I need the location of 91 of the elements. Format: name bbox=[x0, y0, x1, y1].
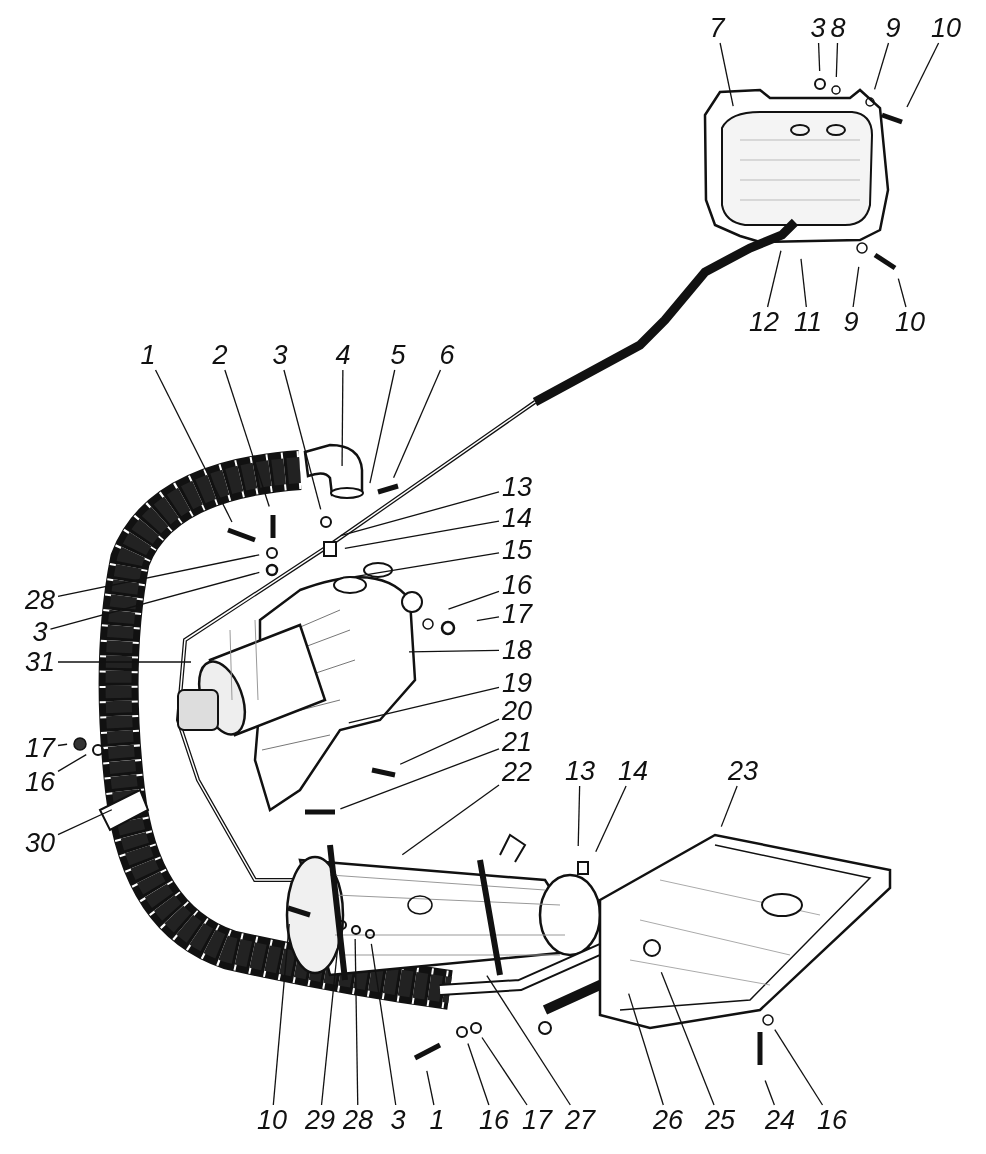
leader-line bbox=[481, 1036, 528, 1106]
callout-number: 10 bbox=[931, 13, 961, 43]
leader-line bbox=[401, 784, 500, 856]
callout-number: 26 bbox=[653, 1105, 683, 1135]
callout-number: 3 bbox=[272, 340, 288, 370]
callout-number: 31 bbox=[25, 647, 55, 677]
callout-number: 10 bbox=[257, 1105, 287, 1135]
callout-number: 27 bbox=[565, 1105, 595, 1135]
callout-number: 12 bbox=[749, 307, 779, 337]
leader-line bbox=[764, 1079, 776, 1106]
callout-number: 13 bbox=[565, 756, 595, 786]
leader-line bbox=[897, 278, 907, 308]
callout-number: 28 bbox=[343, 1105, 373, 1135]
leader-line bbox=[354, 938, 359, 1106]
leader-line bbox=[224, 369, 270, 508]
callout-number: 9 bbox=[885, 13, 901, 43]
callout-number: 2 bbox=[212, 340, 228, 370]
leader-line bbox=[369, 369, 396, 484]
leader-line bbox=[57, 743, 68, 747]
leader-line bbox=[800, 258, 807, 308]
callout-number: 9 bbox=[843, 307, 859, 337]
leader-line bbox=[774, 1028, 824, 1106]
callout-number: 13 bbox=[502, 472, 532, 502]
leader-line bbox=[476, 616, 500, 622]
leader-line bbox=[873, 42, 890, 91]
leader-line bbox=[344, 520, 500, 550]
callout-number: 11 bbox=[794, 307, 822, 337]
callout-number: 16 bbox=[817, 1105, 847, 1135]
leader-line bbox=[835, 42, 839, 78]
callout-number: 14 bbox=[502, 503, 532, 533]
callout-number: 23 bbox=[728, 756, 758, 786]
leader-line bbox=[447, 590, 500, 610]
callout-number: 17 bbox=[502, 599, 532, 629]
callout-number: 19 bbox=[502, 668, 532, 698]
leader-line bbox=[906, 42, 940, 108]
callout-number: 4 bbox=[335, 340, 351, 370]
callout-number: 3 bbox=[32, 617, 48, 647]
leader-line bbox=[57, 554, 260, 597]
leader-line bbox=[628, 992, 664, 1106]
callout-number: 25 bbox=[705, 1105, 735, 1135]
callout-number: 16 bbox=[502, 570, 532, 600]
callout-number: 20 bbox=[502, 696, 532, 726]
callout-number: 7 bbox=[709, 13, 725, 43]
leader-line bbox=[57, 661, 192, 663]
leader-line bbox=[348, 686, 500, 724]
leader-line bbox=[392, 369, 442, 479]
callout-number: 16 bbox=[25, 767, 55, 797]
leader-line bbox=[719, 42, 734, 107]
callout-number: 24 bbox=[765, 1105, 795, 1135]
leader-line bbox=[467, 1042, 490, 1106]
leader-line bbox=[272, 923, 290, 1106]
callout-number: 22 bbox=[502, 757, 532, 787]
callout-number: 17 bbox=[25, 733, 55, 763]
callout-number: 16 bbox=[479, 1105, 509, 1135]
leader-line bbox=[817, 42, 821, 72]
callout-number: 6 bbox=[439, 340, 455, 370]
leader-line bbox=[370, 943, 397, 1106]
leader-line bbox=[595, 785, 627, 853]
leader-line bbox=[340, 491, 500, 537]
callout-number: 3 bbox=[390, 1105, 406, 1135]
callout-number: 21 bbox=[502, 727, 532, 757]
leader-line bbox=[49, 571, 260, 630]
leader-line bbox=[283, 369, 322, 510]
callout-number: 15 bbox=[502, 535, 532, 565]
leader-line bbox=[486, 974, 571, 1106]
leader-line bbox=[408, 649, 500, 653]
leader-line bbox=[354, 552, 500, 578]
callout-number: 14 bbox=[618, 756, 648, 786]
leader-line bbox=[426, 1070, 435, 1106]
leader-line bbox=[339, 748, 500, 810]
leader-line bbox=[660, 971, 715, 1106]
callout-number: 3 bbox=[810, 13, 826, 43]
leader-line bbox=[154, 369, 233, 523]
leader-line bbox=[852, 266, 860, 308]
callout-number: 5 bbox=[390, 340, 406, 370]
leader-line bbox=[57, 753, 87, 772]
leader-line bbox=[766, 250, 782, 308]
leader-line bbox=[341, 369, 344, 467]
callout-number: 1 bbox=[140, 340, 156, 370]
callout-number: 18 bbox=[502, 635, 532, 665]
callout-number: 30 bbox=[25, 828, 55, 858]
leader-line bbox=[720, 785, 738, 828]
leader-line bbox=[399, 718, 500, 765]
callout-number: 1 bbox=[429, 1105, 445, 1135]
callout-number: 28 bbox=[25, 585, 55, 615]
callout-number: 10 bbox=[895, 307, 925, 337]
callout-number: 17 bbox=[522, 1105, 552, 1135]
callout-number: 8 bbox=[830, 13, 846, 43]
leader-line bbox=[577, 785, 581, 847]
leader-line bbox=[57, 809, 113, 836]
callout-number: 29 bbox=[305, 1105, 335, 1135]
